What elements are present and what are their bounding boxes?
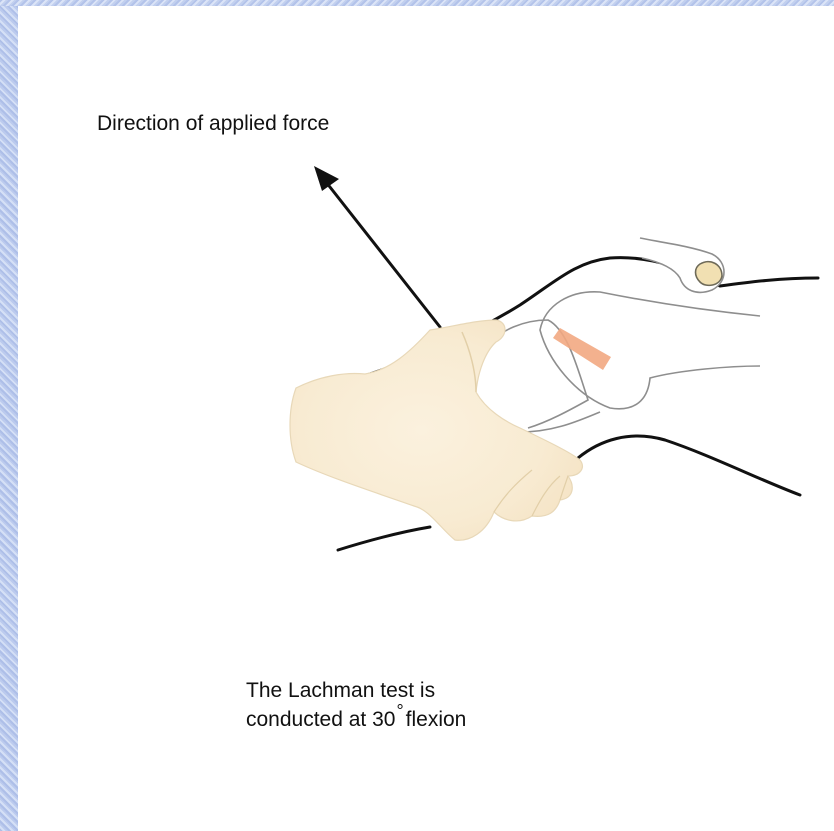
degree-symbol: °	[396, 701, 403, 721]
caption-line-1: The Lachman test is	[246, 676, 466, 705]
force-direction-arrow	[314, 166, 440, 327]
caption-line-2-suffix: flexion	[406, 708, 467, 731]
acl-ligament	[553, 328, 611, 370]
caption: The Lachman test is conducted at 30°flex…	[246, 676, 466, 734]
calf-lower-outline	[578, 436, 800, 495]
caption-line-2: conducted at 30°flexion	[246, 705, 466, 734]
caption-line-2-prefix: conducted at 30	[246, 708, 395, 731]
force-direction-label: Direction of applied force	[97, 109, 329, 138]
patella	[640, 238, 724, 292]
thigh-lower-outline	[338, 527, 430, 550]
